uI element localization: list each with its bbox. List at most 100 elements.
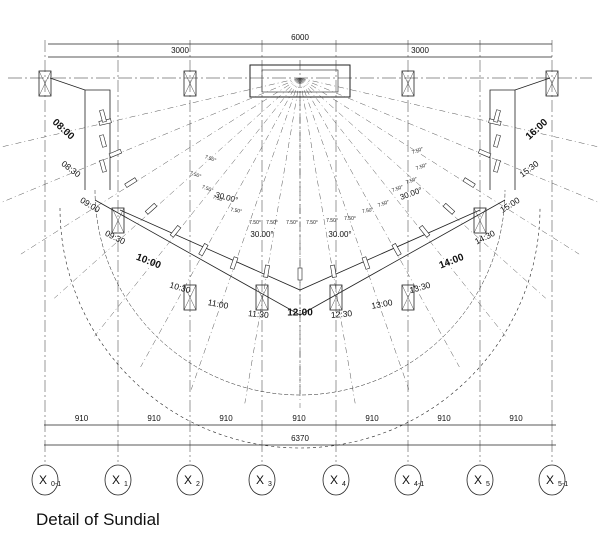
post-top — [38, 70, 52, 97]
angle-7-50: 7.50° — [326, 218, 338, 224]
hour-line — [20, 77, 301, 255]
post-mid — [183, 284, 197, 311]
angle-7-50: 7.50° — [306, 220, 318, 226]
hour-label: 08:30 — [60, 158, 83, 179]
dim-span-910: 910 — [219, 414, 233, 423]
hour-label: 14:00 — [438, 252, 466, 272]
post-mid-cross — [111, 207, 125, 234]
grid-sub-label: 3 — [268, 481, 272, 488]
dim-span-910: 910 — [292, 414, 306, 423]
angle-7-50: 7.50° — [204, 154, 217, 164]
hour-marker — [493, 109, 501, 123]
angle-30-left-upper: 30.00° — [214, 190, 239, 205]
post-mid — [111, 207, 125, 234]
hour-label: 15:00 — [498, 195, 522, 215]
outer-ring — [59, 207, 541, 449]
dial-bed-top — [49, 77, 551, 91]
grid-sub-label: 5 — [486, 481, 490, 488]
dim-span-910: 910 — [147, 414, 161, 423]
hour-line — [190, 77, 301, 390]
hour-line — [140, 77, 301, 368]
hour-line — [244, 77, 301, 404]
hour-label: 08:00 — [50, 117, 77, 143]
hour-marker — [99, 134, 107, 148]
hour-label: 16:00 — [524, 117, 551, 143]
angle-7-50: 7.50° — [249, 220, 261, 226]
hour-marker — [418, 225, 431, 238]
hour-marker — [144, 202, 158, 215]
hour-marker — [477, 148, 492, 158]
hour-marker — [462, 177, 476, 188]
hour-marker — [442, 202, 456, 215]
post-top-cross — [401, 70, 415, 97]
post-mid-cross — [183, 284, 197, 311]
dial-bed-outer — [84, 89, 111, 190]
grid-bubble — [538, 464, 566, 496]
hour-line — [0, 77, 301, 148]
grid-sub-label: 4 — [342, 481, 346, 488]
hour-label: 13:30 — [408, 280, 431, 296]
angle-7-50: 7.50° — [189, 170, 202, 180]
dim-span-910: 910 — [75, 414, 89, 423]
angle-30-left-lower: 30.00° — [250, 230, 273, 239]
grid-bubble — [322, 464, 350, 496]
angle-7-50: 7.50° — [266, 220, 278, 226]
hour-line — [299, 77, 460, 368]
hour-marker — [330, 264, 337, 278]
angle-7-50: 7.50° — [411, 146, 424, 156]
post-top — [401, 70, 415, 97]
grid-label: X — [112, 473, 120, 487]
hour-line — [299, 77, 600, 148]
grid-label: X — [256, 473, 264, 487]
hour-marker — [493, 159, 501, 173]
post-mid — [401, 284, 415, 311]
hour-marker — [229, 256, 239, 270]
dim-total-6000: 6000 — [291, 33, 309, 42]
angle-7-50: 7.50° — [362, 207, 375, 215]
hour-marker — [297, 267, 303, 281]
hour-line — [94, 77, 301, 337]
post-mid — [329, 284, 343, 311]
post-top-cross — [545, 70, 559, 97]
hour-line — [299, 77, 356, 404]
grid-sub-label: 0-1 — [51, 481, 61, 488]
grid-bubble — [248, 464, 276, 496]
grid-sub-label: 5-1 — [558, 481, 568, 488]
grid-sub-label: 4-1 — [414, 481, 424, 488]
hour-label: 11:00 — [207, 297, 229, 311]
post-mid-cross — [329, 284, 343, 311]
dim-span-910: 910 — [509, 414, 523, 423]
angle-7-50: 7.50° — [415, 162, 428, 172]
hour-line — [0, 77, 301, 204]
angle-7-50: 7.50° — [230, 207, 243, 215]
hour-marker — [124, 177, 138, 188]
grid-label: X — [474, 473, 482, 487]
hour-label: 13:00 — [370, 297, 393, 311]
hour-label: 12:00 — [287, 308, 313, 319]
post-mid — [255, 284, 269, 311]
angle-7-50: 7.50° — [212, 194, 225, 204]
dial-bed-outer-right — [489, 89, 516, 190]
angle-7-50: 7.50° — [201, 184, 214, 194]
dim-span-910: 910 — [437, 414, 451, 423]
hour-label: 09:00 — [78, 195, 102, 215]
hour-label: 12:30 — [330, 308, 352, 320]
angle-7-50: 7.50° — [391, 184, 404, 194]
grid-bubble — [466, 464, 494, 496]
hour-line — [54, 77, 301, 299]
grid-label: X — [402, 473, 410, 487]
grid-label: X — [546, 473, 554, 487]
dim-left-3000: 3000 — [171, 46, 189, 55]
post-top-cross — [183, 70, 197, 97]
hour-label: 11:30 — [248, 308, 270, 320]
hour-marker — [361, 256, 371, 270]
post-mid-cross — [473, 207, 487, 234]
hour-marker — [99, 109, 107, 123]
angle-7-50: 7.50° — [405, 176, 418, 186]
grid-label: X — [39, 473, 47, 487]
post-mid-cross — [401, 284, 415, 311]
caption-detail-of-sundial: Detail of Sundial — [36, 510, 160, 529]
grid-label: X — [330, 473, 338, 487]
post-top-cross — [38, 70, 52, 97]
